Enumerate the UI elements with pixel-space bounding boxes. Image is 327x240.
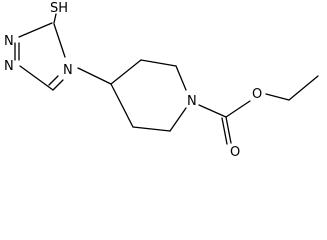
bond-carbonyl-c-o-a (225, 116, 232, 144)
bond-carbonyl-c-ester-o (225, 100, 251, 118)
bond-ch2-ch3 (288, 75, 319, 101)
bond-n1-c5 (19, 65, 54, 91)
bond-ester-o-ch2 (265, 93, 290, 101)
bond-c5-n4-double (48, 75, 59, 86)
triazole-ring (14, 13, 66, 91)
piperidine-ring (110, 59, 187, 132)
bond-n4-c3 (53, 23, 66, 58)
triazole-n4-label: N (63, 63, 73, 78)
triazole-n-bottom-label: N (4, 59, 14, 74)
bond-c5-n4 (52, 79, 64, 91)
ester-o-label: O (252, 87, 262, 102)
bond-c3-s (53, 13, 57, 24)
bond-c6-c5pip (132, 126, 171, 132)
bond-c3-c2pip (140, 59, 177, 67)
ethyl-carbamate (198, 75, 319, 145)
carbonyl-o-label: O (230, 145, 240, 160)
bond-c2-npip (175, 65, 187, 91)
piperidine-n-label: N (187, 94, 197, 109)
thiol-label: SH (50, 1, 68, 16)
bond-n4-c4pip (77, 67, 112, 85)
bond-c4-c3pip (110, 59, 142, 85)
bond-npip-c6 (169, 107, 187, 132)
bond-c3-n2 (18, 22, 53, 38)
bond-carbonyl-c-o-b (221, 117, 228, 145)
bond-c5-c4pip (110, 83, 134, 128)
bond-npip-carbonyl-c (198, 104, 227, 118)
chemical-structure: SH N N N N O O (4, 1, 319, 160)
triazole-n-top-label: N (4, 34, 14, 49)
